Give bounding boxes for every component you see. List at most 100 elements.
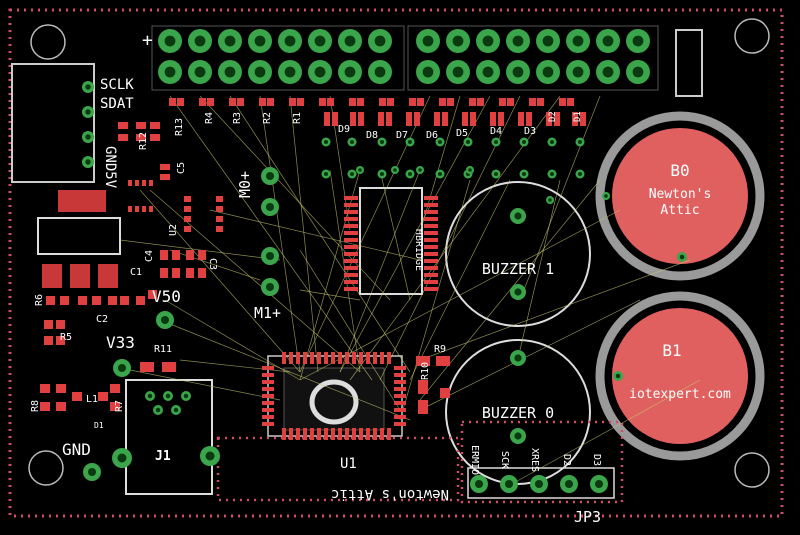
u1-pad-right-2 <box>394 380 406 384</box>
button-b1 <box>595 291 765 461</box>
res-pad-b-9 <box>447 98 454 106</box>
cap-pad-6 <box>186 268 194 278</box>
header-pin-bottom-0-drill <box>164 66 176 78</box>
diode-pad-a-4 <box>434 112 440 126</box>
u1-pad-left-8 <box>262 422 274 426</box>
jp3-pin-4-drill <box>594 479 604 489</box>
button-b1-cap <box>612 308 748 444</box>
mounting-hole-br <box>734 452 770 488</box>
airwire-25 <box>299 209 621 381</box>
hbridge-pad-right-12 <box>424 280 438 284</box>
misc-via-0-drill <box>548 198 552 202</box>
power-pad-4 <box>108 296 117 305</box>
mounting-hole-tr <box>734 18 770 54</box>
led-via-bottom-2-drill <box>379 171 385 177</box>
j1-pin-a-drill <box>117 453 127 463</box>
label-r5: R5 <box>60 332 72 343</box>
led-via-top-9-drill <box>577 139 583 145</box>
diode-pad-a-0 <box>324 112 330 126</box>
j1-outline <box>125 379 213 495</box>
airwire-27 <box>509 379 701 486</box>
label-d9: D9 <box>338 124 350 135</box>
mounting-hole-tl <box>30 24 66 60</box>
hbridge-pad-right-0 <box>424 196 438 200</box>
res-pad-a-0 <box>169 98 176 106</box>
header-pin-top-2-drill <box>224 35 236 47</box>
airwire-23 <box>519 179 561 351</box>
diode-pad-b-0 <box>332 112 338 126</box>
led-via-bottom-8-drill <box>549 171 555 177</box>
r9-pad-a <box>416 356 430 366</box>
u1-pad-top-4 <box>310 352 314 364</box>
label-u1: U1 <box>340 456 357 472</box>
r11-pad-a <box>140 362 154 372</box>
u1-pad-top-9 <box>345 352 349 364</box>
hbridge-outline <box>359 187 423 295</box>
j1-small-pin-4-drill <box>173 407 179 413</box>
u2-pad-right-3 <box>216 226 223 232</box>
airwires <box>119 95 701 486</box>
label-u2: U2 <box>168 224 179 236</box>
header-pin-bottom-3-drill <box>254 66 266 78</box>
header-pin-bottom-11-drill <box>512 66 524 78</box>
airwire-7 <box>419 95 461 233</box>
ic-pad-top-0 <box>128 180 132 186</box>
hbridge-pad-left-8 <box>344 252 358 256</box>
u1-pad-bottom-13 <box>373 428 377 440</box>
led-via-top-4-drill <box>437 139 443 145</box>
res-pad-b-11 <box>507 98 514 106</box>
u1-pad-bottom-9 <box>345 428 349 440</box>
diode-pad-b-7 <box>526 112 532 126</box>
ic-pad-bottom-3 <box>149 206 153 212</box>
airwire-29 <box>379 169 411 301</box>
jp3-pin-0-drill <box>474 479 484 489</box>
led-via-top-1-drill <box>349 139 355 145</box>
u1-pad-left-5 <box>262 401 274 405</box>
led-via-bottom-6-drill <box>493 171 499 177</box>
r8-l1-pad-2 <box>40 402 50 411</box>
res-pad-b-7 <box>387 98 394 106</box>
u1-pad-right-6 <box>394 408 406 412</box>
diode-pad-a-7 <box>518 112 524 126</box>
ic-pad-bottom-0 <box>128 206 132 212</box>
header-pin-top-10-drill <box>482 35 494 47</box>
airwire-15 <box>169 249 261 281</box>
u1-pad-bottom-14 <box>380 428 384 440</box>
buzzer0-pin-a-drill <box>514 354 522 362</box>
ic-pad-top-3 <box>149 180 153 186</box>
header-pin-top-11-drill <box>512 35 524 47</box>
label-j1: J1 <box>155 449 171 464</box>
led-via-top-8-drill <box>549 139 555 145</box>
label-newtons-attic-button: Newton's <box>649 187 712 202</box>
sensor-pin-1-drill <box>85 109 91 115</box>
airwire-21 <box>399 179 471 421</box>
power-pad-0 <box>46 296 55 305</box>
hbridge-pad-right-4 <box>424 224 438 228</box>
label-b0: B0 <box>670 161 689 180</box>
label-r10: R10 <box>420 362 431 380</box>
r12-r13-pad-3 <box>136 134 146 141</box>
hbridge-pad-right-13 <box>424 287 438 291</box>
r8-l1-pad-4 <box>72 392 82 401</box>
header-pin-top-3-drill <box>254 35 266 47</box>
airwire-11 <box>519 95 601 301</box>
label-jp3-pin3: XRES <box>529 448 540 472</box>
label-jp3: JP3 <box>574 508 601 526</box>
airwire-34 <box>209 209 421 261</box>
r10-pad-b <box>418 400 428 414</box>
u2-pad-right-0 <box>216 196 223 202</box>
res-pad-a-1 <box>199 98 206 106</box>
diode-pad-a-1 <box>350 112 356 126</box>
label-buzzer1: BUZZER 1 <box>482 260 554 278</box>
label-d8: D8 <box>366 130 378 141</box>
label-d3: D3 <box>524 126 536 137</box>
u1-pad-bottom-4 <box>310 428 314 440</box>
r12-r13-pad-2 <box>136 122 146 129</box>
diode-pad-b-5 <box>470 112 476 126</box>
res-pad-a-13 <box>559 98 566 106</box>
hbridge-pad-left-10 <box>344 266 358 270</box>
r10-extra-pad <box>440 388 450 398</box>
usb-connector-outline <box>11 63 95 183</box>
u2-pad-left-2 <box>184 216 191 222</box>
